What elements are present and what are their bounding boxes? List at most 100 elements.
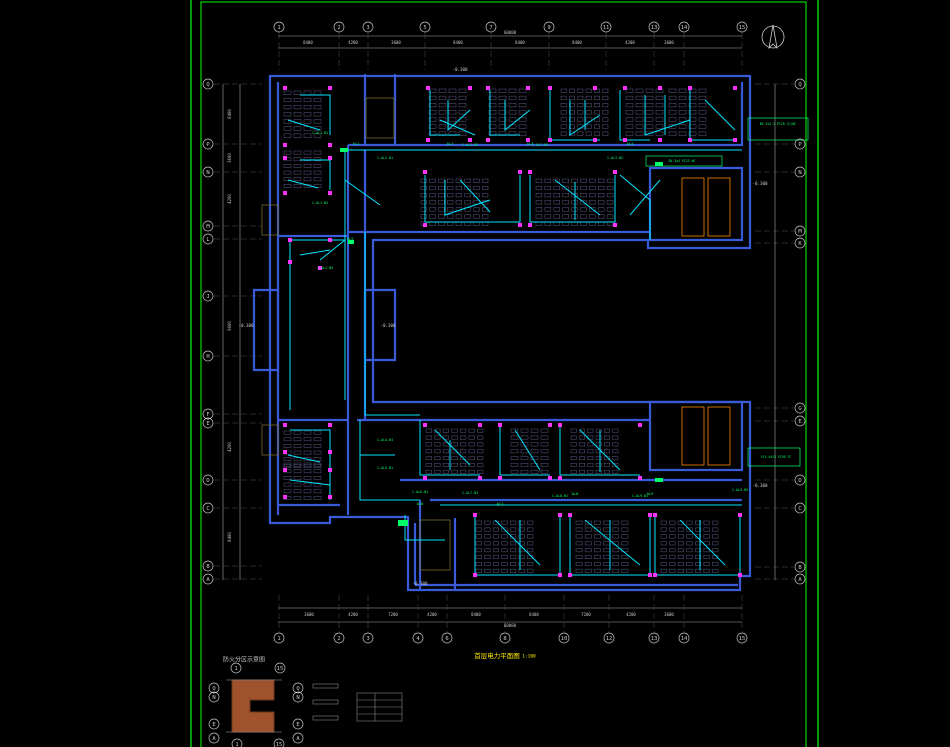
axis-bubble-top-2: 2	[333, 21, 345, 33]
desk	[703, 548, 710, 553]
desk	[669, 541, 676, 546]
axis-bubble-bottom-8: 8	[499, 632, 511, 644]
desk	[688, 95, 697, 101]
desk	[560, 131, 567, 136]
desk	[475, 534, 482, 539]
desk	[603, 541, 610, 546]
desk	[612, 456, 619, 461]
desk	[625, 131, 634, 136]
desk	[530, 449, 539, 454]
desk	[668, 117, 677, 122]
desk	[597, 178, 605, 183]
desk	[688, 103, 697, 108]
socket-outlet-icon	[558, 573, 562, 577]
socket-outlet-icon	[548, 138, 552, 142]
desk	[560, 103, 567, 108]
socket-outlet-icon	[283, 450, 287, 454]
desk	[451, 435, 458, 440]
desk	[501, 534, 508, 539]
socket-outlet-icon	[288, 260, 292, 264]
desk	[438, 214, 445, 219]
desk	[420, 178, 427, 183]
desk	[686, 527, 693, 532]
desk	[635, 117, 644, 122]
socket-outlet-icon	[423, 476, 427, 480]
desk	[560, 110, 567, 115]
desk	[604, 469, 610, 474]
desk	[464, 214, 471, 219]
circuit-label-8: 1-AL5-N1	[377, 466, 393, 470]
desk	[645, 110, 654, 115]
desk	[293, 430, 302, 435]
drawing-scale: 1:100	[522, 654, 536, 660]
desk	[293, 437, 302, 442]
socket-outlet-icon	[593, 138, 597, 142]
socket-outlet-icon	[548, 423, 552, 427]
desk	[434, 449, 441, 454]
socket-outlet-icon	[623, 138, 627, 142]
socket-outlet-icon	[423, 223, 427, 227]
axis-bubble-right-K: K	[794, 237, 806, 249]
desk	[293, 469, 302, 474]
wire-run	[569, 515, 651, 576]
socket-outlet-icon	[688, 86, 692, 90]
desk	[510, 520, 517, 525]
axis-bubble-right-G: G	[794, 402, 806, 414]
socket-outlet-icon	[473, 513, 477, 517]
desk	[553, 193, 560, 198]
desk	[475, 555, 482, 559]
desk	[303, 126, 312, 131]
dim-top-3: 8400	[453, 40, 463, 45]
desk	[677, 548, 684, 553]
desk	[540, 449, 549, 454]
desk	[678, 95, 687, 101]
axis-bubble-left-H: H	[202, 350, 214, 362]
desk	[645, 88, 654, 93]
wire-run	[474, 515, 561, 576]
socket-outlet-icon	[568, 513, 572, 517]
desk	[712, 562, 719, 566]
desk	[678, 110, 687, 115]
desk	[560, 117, 567, 122]
desk	[303, 437, 312, 442]
desk	[612, 562, 620, 566]
dim-bottom-8: 3600	[664, 612, 674, 617]
desk	[612, 442, 619, 447]
axis-bubble-left-Q: Q	[202, 78, 214, 90]
desk	[584, 555, 592, 559]
desk	[655, 124, 664, 129]
electrical-devices	[283, 86, 742, 577]
socket-outlet-icon	[658, 138, 662, 142]
desk	[544, 207, 552, 212]
desk	[580, 193, 587, 198]
desk	[655, 117, 664, 122]
desk	[518, 110, 527, 115]
desk	[429, 185, 436, 191]
desk	[283, 457, 292, 462]
desk	[597, 185, 605, 191]
desk	[482, 185, 489, 191]
axis-bubble-left-F-label: F	[206, 412, 209, 418]
drawing-title: 首层电力平面图	[474, 651, 520, 660]
desk	[595, 469, 602, 474]
desk	[660, 548, 667, 553]
axis-bubble-bottom-10: 10	[558, 632, 570, 644]
dim-top-5: 8400	[572, 40, 582, 45]
panel-label-8: AL9	[647, 491, 655, 496]
desk	[585, 131, 592, 136]
desk	[660, 555, 667, 559]
axis-bubble-left-A-label: A	[206, 577, 210, 583]
desk	[458, 95, 467, 101]
axis-bubble-left-E-label: E	[206, 421, 209, 427]
desk	[484, 562, 491, 566]
inset-axis-left-N-label: N	[212, 695, 215, 701]
desk	[688, 88, 697, 93]
desk	[451, 469, 458, 474]
desk	[303, 457, 312, 462]
socket-outlet-icon	[593, 86, 597, 90]
desk	[520, 469, 529, 474]
circuit-label-7: 1-AL4-N1	[377, 438, 393, 442]
socket-outlet-icon	[558, 476, 562, 480]
desk	[544, 178, 552, 183]
desk	[438, 193, 445, 198]
